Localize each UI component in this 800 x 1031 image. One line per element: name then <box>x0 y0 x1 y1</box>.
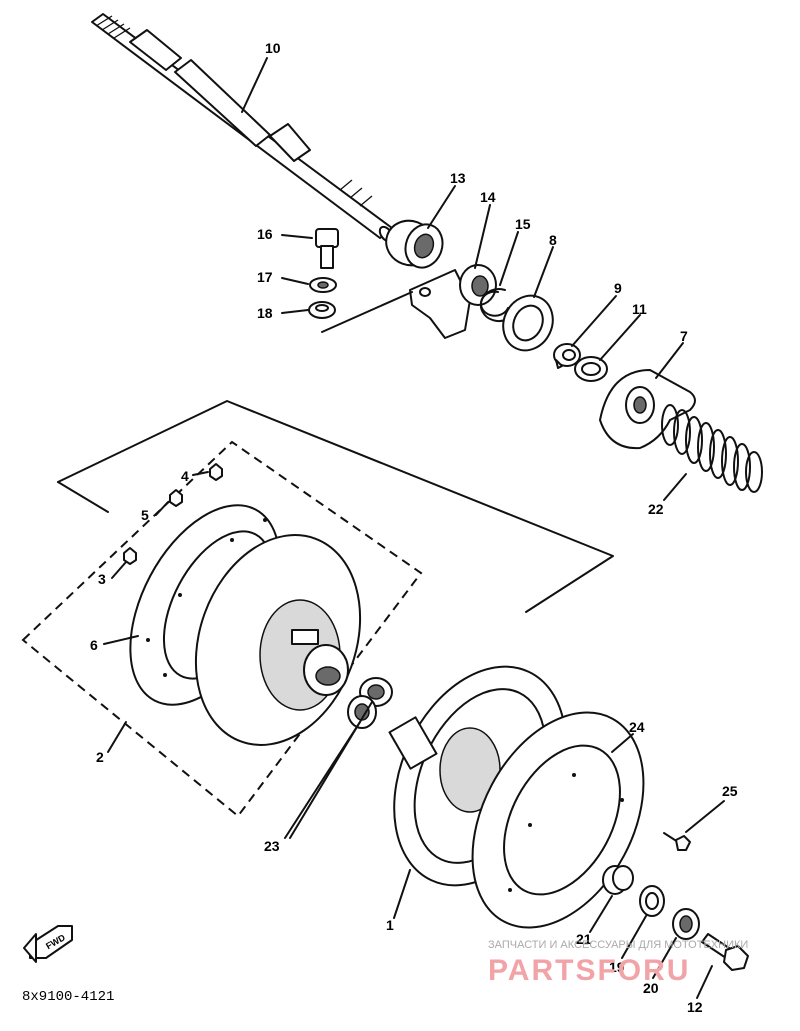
washer-17-part <box>309 277 337 293</box>
callout-16: 16 <box>257 226 273 242</box>
watermark-brand: PARTSFORU <box>488 954 690 987</box>
bolt-12-part <box>701 933 749 971</box>
callout-5: 5 <box>141 507 149 523</box>
washer-9-part <box>553 343 581 369</box>
callout-18: 18 <box>257 305 273 321</box>
screw-4-part <box>209 463 223 481</box>
callout-8: 8 <box>549 232 557 248</box>
callout-15: 15 <box>515 216 531 232</box>
drawing-code: 8x9100-4121 <box>22 989 114 1005</box>
callout-9: 9 <box>614 280 622 296</box>
shaft-part <box>91 13 394 243</box>
plate-24-part <box>471 711 645 929</box>
washer-19-part <box>639 885 665 917</box>
washer-20-part <box>672 908 700 940</box>
watermark-subtitle: ЗАПЧАСТИ И АКСЕССУАРЫ ДЛЯ МОТОТЕХНИКИ <box>488 939 748 951</box>
callout-7: 7 <box>680 328 688 344</box>
callout-19: 19 <box>609 959 625 975</box>
washer-8-part <box>502 294 554 352</box>
callout-22: 22 <box>648 501 664 517</box>
nut-3-part <box>123 547 137 565</box>
bracket-14-part <box>409 264 497 339</box>
callout-13: 13 <box>450 170 466 186</box>
callout-14: 14 <box>480 189 496 205</box>
callout-23: 23 <box>264 838 280 854</box>
fwd-arrow-icon: FWD <box>23 925 73 963</box>
callout-3: 3 <box>98 571 106 587</box>
screw-25-part <box>663 832 691 851</box>
callout-1: 1 <box>386 917 394 933</box>
secondary-sheave-part <box>194 534 362 746</box>
bearing-part <box>385 219 444 269</box>
screw-5-part <box>169 489 183 507</box>
callout-labels: 10 13 14 15 16 17 18 8 9 11 7 22 4 5 3 6… <box>90 40 738 1015</box>
cam-7-part <box>599 369 696 450</box>
callout-12: 12 <box>687 999 703 1015</box>
leader-lines <box>103 57 725 999</box>
callout-10: 10 <box>265 40 281 56</box>
callout-21: 21 <box>576 931 592 947</box>
spring-22-part <box>661 404 763 493</box>
callout-24: 24 <box>629 719 645 735</box>
callout-4: 4 <box>181 468 189 484</box>
callout-25: 25 <box>722 783 738 799</box>
washer-11-part <box>574 356 608 382</box>
watermark-logo: ЗАПЧАСТИ И АКСЕССУАРЫ ДЛЯ МОТОТЕХНИКИ PA… <box>488 939 748 987</box>
callout-17: 17 <box>257 269 273 285</box>
sub-assembly-2-box <box>21 440 423 818</box>
collar-21-part <box>602 865 634 895</box>
callout-11: 11 <box>632 301 647 317</box>
callout-2: 2 <box>96 749 104 765</box>
bolt-16-part <box>315 228 339 269</box>
callout-6: 6 <box>90 637 98 653</box>
washer-18-part <box>308 301 336 319</box>
assembly-outline <box>57 400 614 613</box>
callout-20: 20 <box>643 980 659 996</box>
bushing-23b-part <box>347 695 377 729</box>
